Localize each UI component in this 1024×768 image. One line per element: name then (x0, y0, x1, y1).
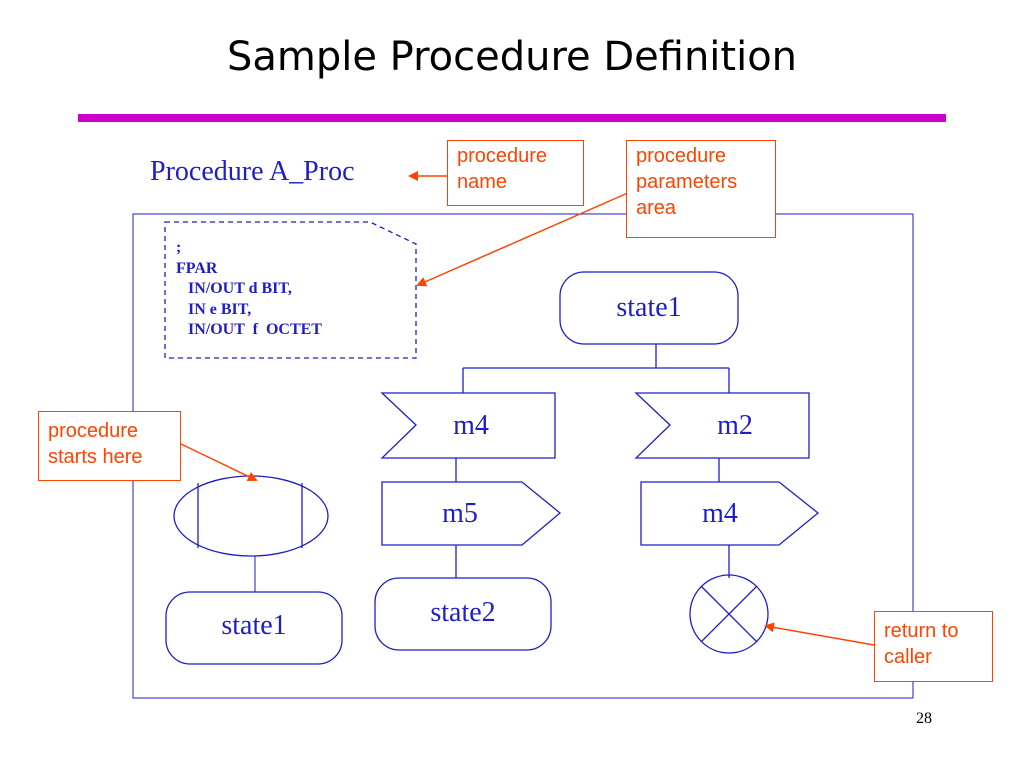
state1-bottom-left-label: state1 (221, 610, 287, 641)
state1-top-symbol (559, 271, 739, 345)
output-m4-label: m4 (702, 498, 738, 529)
state2-label: state2 (430, 597, 496, 628)
parameters-text-symbol (164, 221, 417, 359)
output-m4-symbol (640, 481, 820, 546)
callout-procedure-name: procedure name (447, 140, 584, 206)
state1-bottom-left-symbol (165, 591, 343, 665)
callout-procedure-starts-here: procedure starts here (38, 411, 181, 481)
callout-return-to-caller: return to caller (874, 611, 993, 682)
arrow-parameters-area (416, 191, 631, 287)
output-m5-symbol (381, 481, 562, 546)
arrow-starts-here (180, 443, 258, 482)
slide-title: Sample Procedure Definition (226, 34, 798, 80)
output-m5-label: m5 (442, 498, 478, 529)
input-m2-symbol (634, 392, 810, 459)
fpar-parameters-text: ; FPAR IN/OUT d BIT, IN e BIT, IN/OUT f … (176, 239, 322, 338)
title-divider (78, 114, 946, 122)
procedure-start-symbol (173, 475, 329, 557)
input-m4-symbol (380, 392, 556, 459)
arrow-return-to-caller (764, 622, 875, 646)
input-m4-label: m4 (453, 410, 489, 441)
page-number: 28 (916, 710, 932, 727)
return-cross-b (700, 585, 758, 643)
state1-top-label: state1 (616, 292, 682, 323)
input-m2-label: m2 (717, 410, 753, 441)
callout-parameters-area: procedure parameters area (626, 140, 776, 238)
procedure-header: Procedure A_Proc (150, 156, 355, 187)
return-symbol (689, 574, 769, 654)
state2-symbol (374, 577, 552, 651)
